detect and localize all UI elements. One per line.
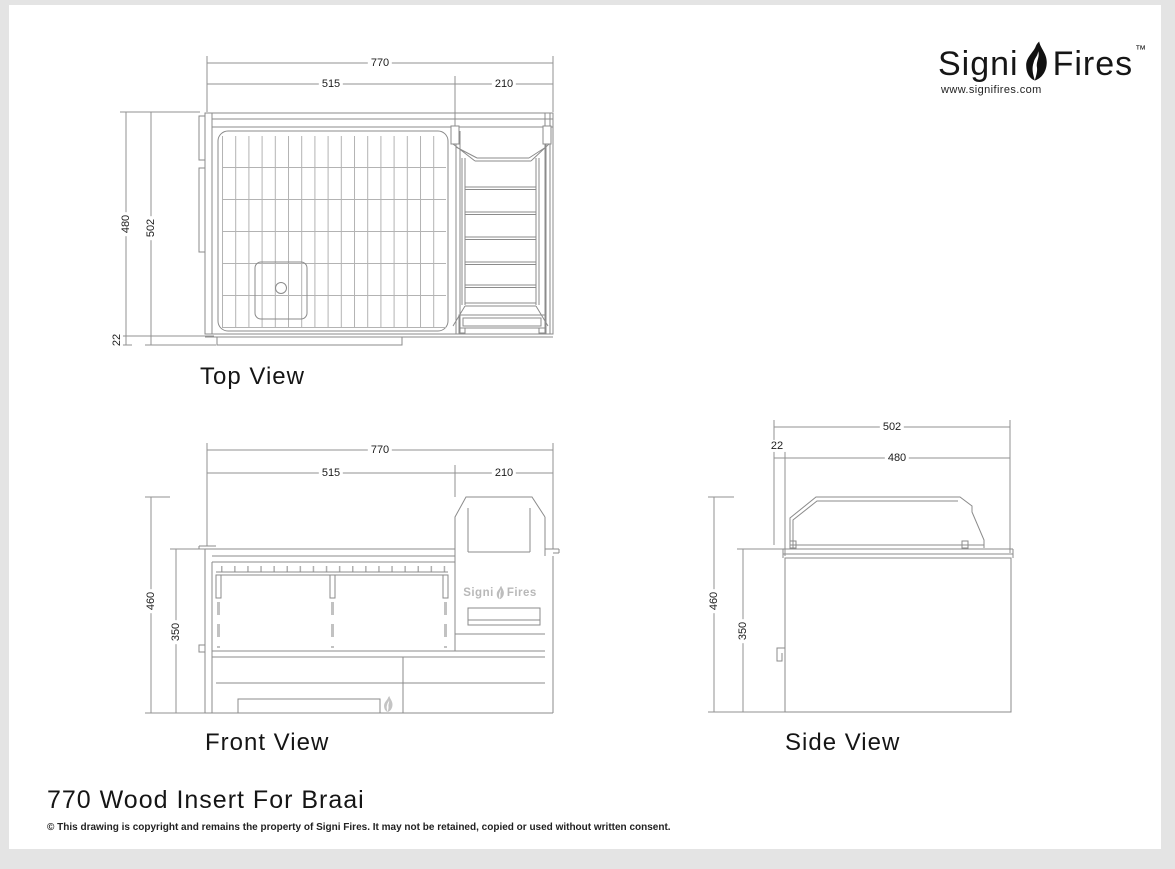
dim-top-lip: 22: [110, 330, 124, 350]
dim-side-total-depth: 502: [879, 420, 905, 434]
watermark-fires: Fires: [506, 586, 537, 599]
dim-top-grill-width: 515: [318, 77, 344, 91]
dim-front-total-width: 770: [367, 443, 393, 457]
dim-top-total-width: 770: [367, 56, 393, 70]
dim-front-firebox-height: 350: [169, 619, 183, 645]
trademark-symbol: ™: [1135, 44, 1147, 56]
dim-front-total-height: 460: [144, 588, 158, 614]
copyright-notice: © This drawing is copyright and remains …: [47, 822, 671, 833]
drawing-title: 770 Wood Insert For Braai: [47, 786, 365, 814]
dim-front-grill-width: 515: [318, 466, 344, 480]
watermark-signi: Signi: [463, 586, 494, 599]
front-view-label: Front View: [205, 729, 330, 756]
brand-name-fires: Fires: [1052, 45, 1134, 83]
dim-front-chute-width: 210: [491, 466, 517, 480]
brand-name-signi: Signi: [938, 45, 1019, 83]
dim-top-inner-depth: 480: [119, 211, 133, 237]
dim-top-chute-width: 210: [491, 77, 517, 91]
side-view-label: Side View: [785, 729, 901, 756]
watermark-flame-icon: [496, 585, 505, 600]
top-view-label: Top View: [200, 363, 305, 390]
drawing-sheet: [9, 5, 1161, 849]
brand-website: www.signifires.com: [941, 84, 1042, 96]
chimney-watermark: Signi Fires: [456, 585, 544, 600]
dim-side-inner-depth: 480: [884, 451, 910, 465]
drawer-flame-icon: [383, 696, 394, 712]
flame-icon: [1024, 40, 1050, 82]
brand-logo: Signi Fires ™: [938, 40, 1146, 81]
dim-top-total-depth: 502: [144, 215, 158, 241]
dim-side-firebox-height: 350: [736, 618, 750, 644]
dim-side-total-height: 460: [707, 588, 721, 614]
dim-side-lip: 22: [767, 439, 787, 453]
